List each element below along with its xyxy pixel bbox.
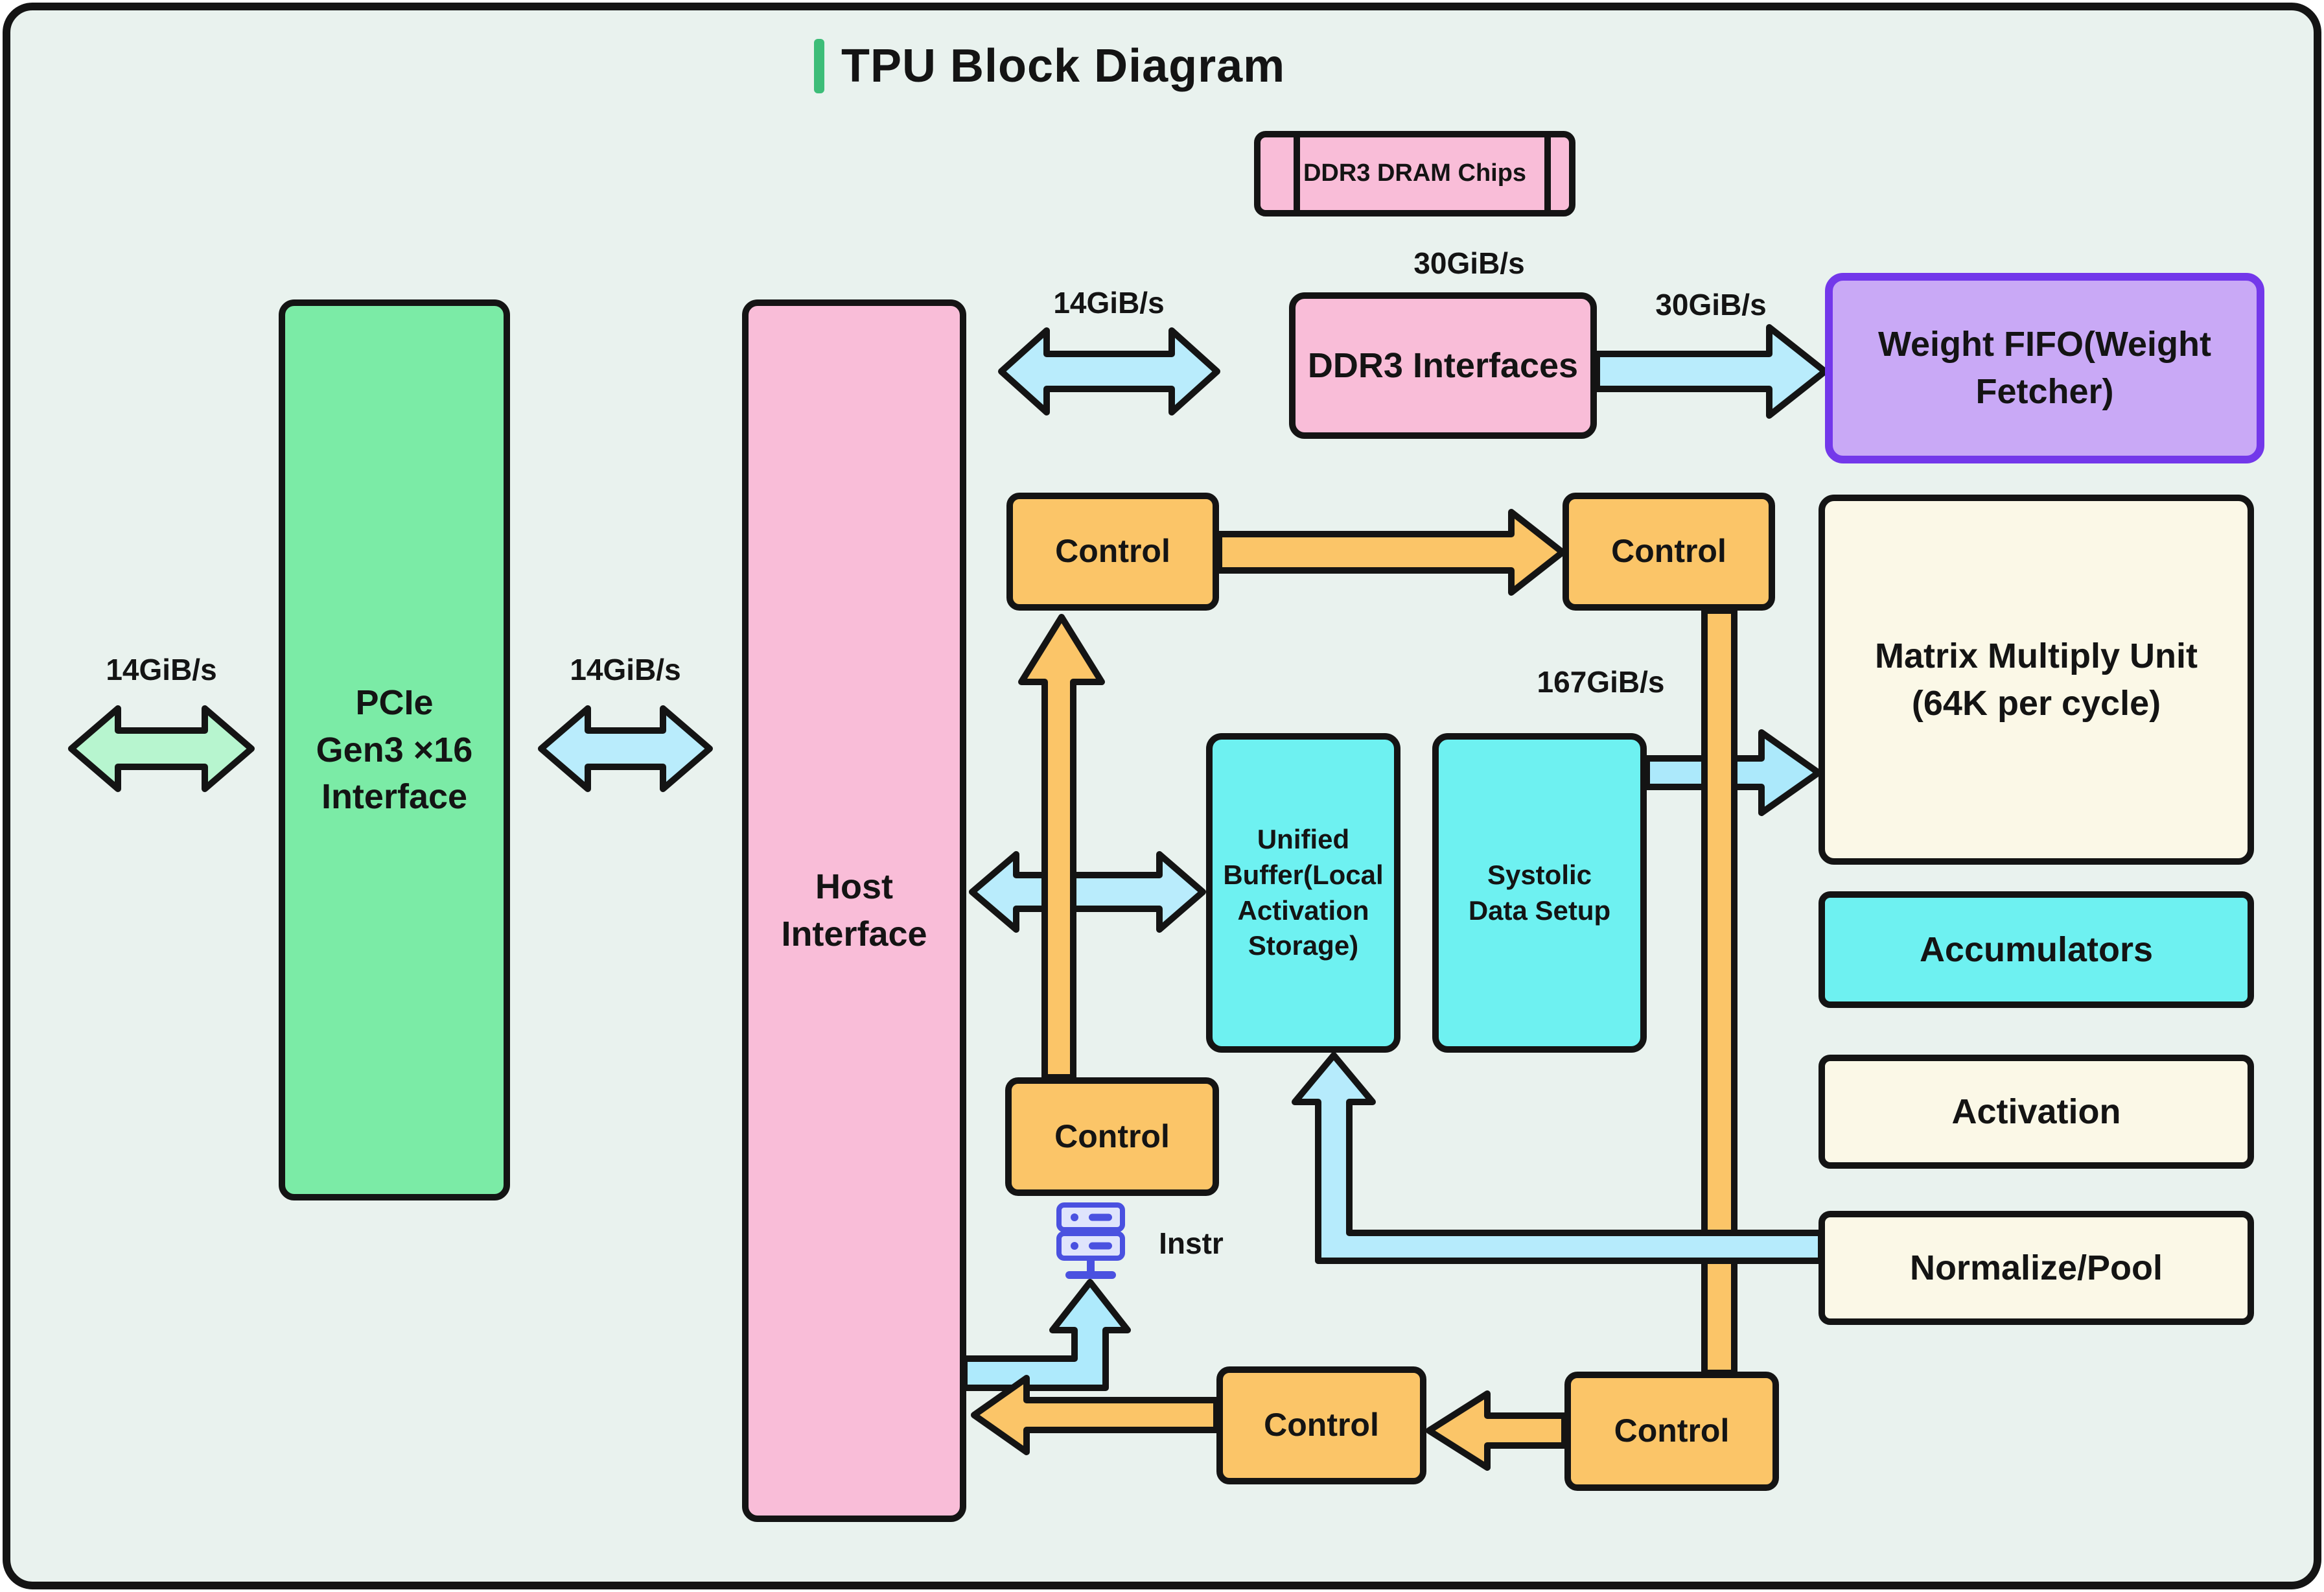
normalize-pool-label: Normalize/Pool [1909,1248,2163,1287]
unified-buffer-line-3: Activation [1237,895,1369,926]
accumulators-label: Accumulators [1919,930,2154,969]
weight-fifo-line-2: Fetcher) [1975,372,2114,411]
activation-label: Activation [1951,1092,2121,1131]
ddr3-interfaces-box: DDR3 Interfaces [1289,292,1597,439]
server-icon-row-bottom [1056,1231,1125,1261]
unified-buffer-line-1: Unified [1257,824,1350,855]
normalizepool-unifiedbuffer-arrow [1292,1052,1824,1264]
rate-label-host-ddr3: 14GiB/s [1053,286,1165,320]
unified-buffer-line-4: Storage) [1248,930,1359,961]
control-box-bottom-right: Control [1564,1372,1779,1491]
control-up-arrow [1018,614,1105,1081]
control-box-top-left: Control [1006,493,1219,611]
mmu-line-2: (64K per cycle) [1911,683,2161,723]
unified-buffer-line-2: Buffer(Local [1223,859,1384,890]
server-icon-dash [1089,1242,1112,1250]
pcie-line-3: Interface [321,777,468,817]
rate-label-pcie-external: 14GiB/s [106,653,217,686]
rate-label-unified-buffer: 167GiB/s [1537,665,1665,699]
page-title-group: TPU Block Diagram [814,39,1285,93]
rate-label-dram: 30GiB/s [1413,246,1525,280]
control-label: Control [1611,533,1726,570]
dram-notch-right [1544,131,1551,217]
ddr3-interfaces-label: DDR3 Interfaces [1307,345,1579,385]
control-bottommiddle-host-arrow [971,1375,1220,1455]
mmu-line-1: Matrix Multiply Unit [1875,636,2198,675]
control-label: Control [1055,533,1170,570]
pcie-line-2: Gen3 ×16 [316,730,473,769]
server-icon-stem [1087,1261,1095,1272]
normalize-pool-box: Normalize/Pool [1819,1211,2254,1325]
pcie-line-1: PCIe [355,683,434,722]
ddr3-weightfifo-arrow [1594,324,1828,419]
server-icon-base [1065,1271,1116,1279]
rate-label-ddr3-fifo: 30GiB/s [1655,288,1767,322]
systolic-line-1: Systolic [1487,859,1592,890]
server-icon-dot [1071,1213,1078,1221]
control-label: Control [1054,1118,1170,1154]
host-line-1: Host [815,867,893,907]
host-ddr3-arrow [998,327,1220,416]
matrix-multiply-unit-box: Matrix Multiply Unit (64K per cycle) [1819,495,2254,865]
server-icon-dash [1089,1213,1112,1221]
control-label: Control [1614,1412,1730,1449]
control-topleft-topright-arrow [1216,509,1566,596]
control-box-bottom-middle: Control [1216,1366,1426,1484]
server-icon-dot [1071,1242,1078,1250]
title-accent-bar [814,39,824,93]
unified-buffer-box: Unified Buffer(Local Activation Storage) [1206,733,1400,1053]
host-interface-box: Host Interface [742,299,966,1522]
ddr3-dram-chips-box: DDR3 DRAM Chips [1254,131,1575,217]
activation-box: Activation [1819,1055,2254,1169]
host-unifiedbuffer-arrow [969,851,1206,933]
pcie-interface-box: PCIe Gen3 ×16 Interface [279,299,510,1200]
server-icon-row-top [1056,1202,1125,1232]
ddr3-dram-chips-label: DDR3 DRAM Chips [1303,159,1527,187]
page-title: TPU Block Diagram [841,40,1286,92]
rate-label-pcie-host: 14GiB/s [570,653,681,686]
control-box-mid-left: Control [1005,1077,1219,1196]
control-box-top-right: Control [1563,493,1775,611]
control-label: Control [1264,1407,1379,1444]
server-icon [1056,1202,1125,1280]
dram-notch-left [1294,131,1300,217]
weight-fifo-box: Weight FIFO(Weight Fetcher) [1825,273,2264,463]
systolic-data-setup-box: Systolic Data Setup [1432,733,1647,1053]
pcie-host-arrow [538,705,713,792]
host-instr-arrow [961,1279,1131,1391]
accumulators-box: Accumulators [1819,891,2254,1008]
control-bottomright-bottommiddle-arrow [1426,1390,1568,1471]
systolic-line-2: Data Setup [1468,895,1611,926]
weight-fifo-line-1: Weight FIFO(Weight [1878,325,2211,364]
instr-label: Instr [1159,1226,1224,1260]
host-line-2: Interface [781,915,927,954]
pcie-external-arrow [68,705,255,792]
